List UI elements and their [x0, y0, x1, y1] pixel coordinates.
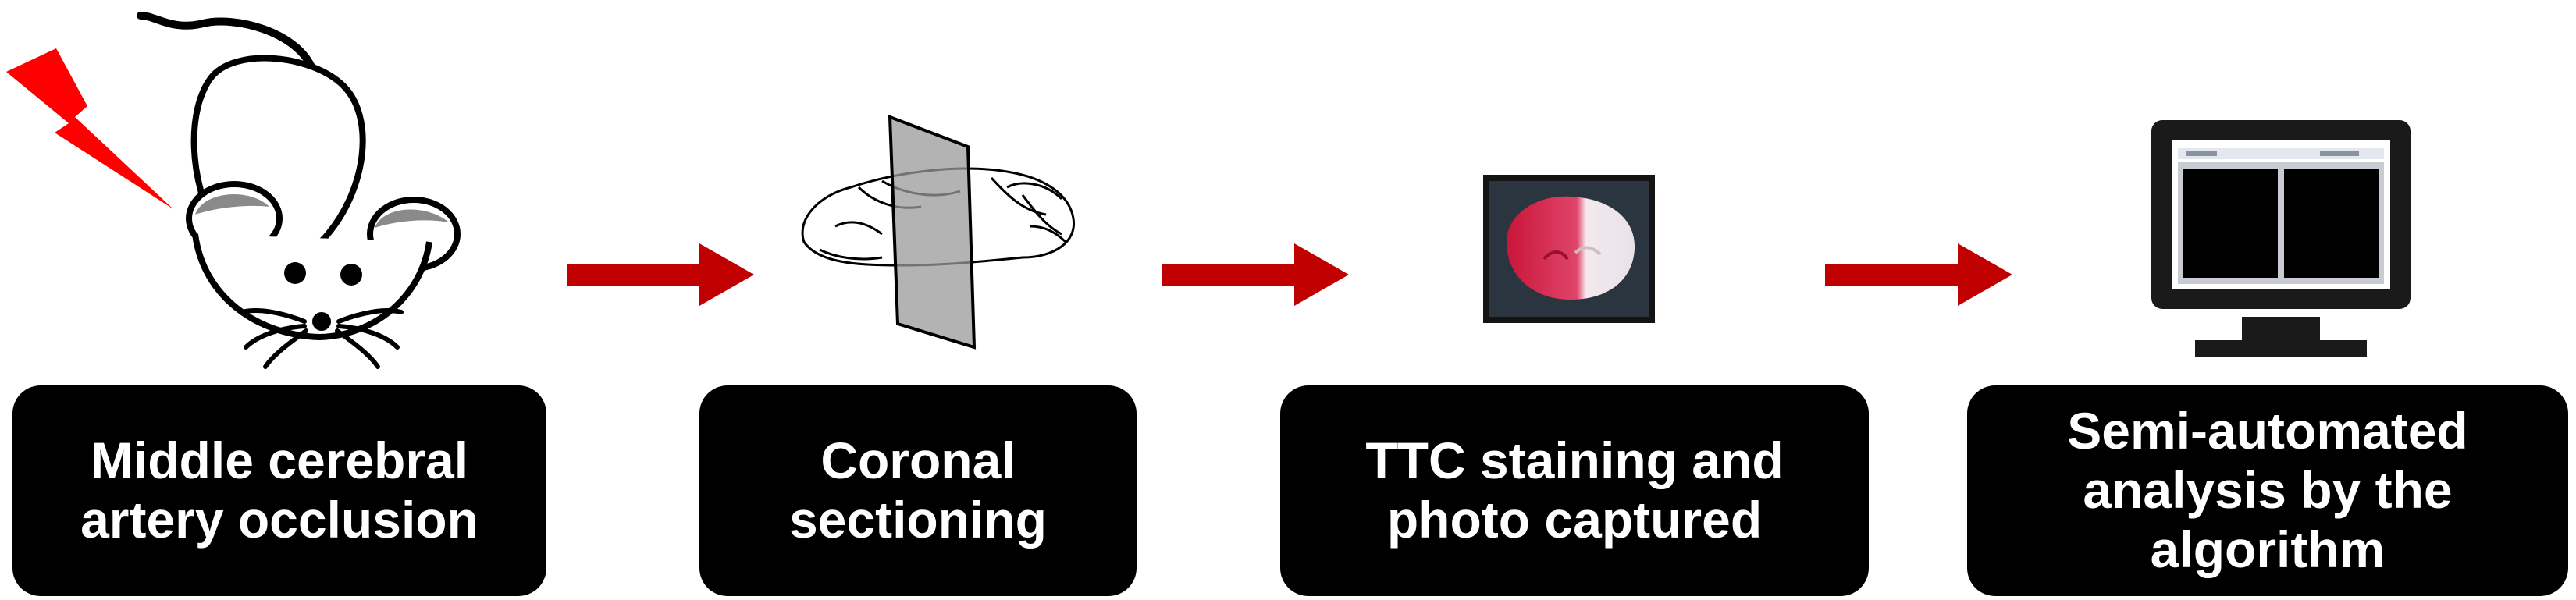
step-label-mca-occlusion: Middle cerebral artery occlusion: [12, 385, 546, 596]
brain-slice-icon: [801, 115, 1076, 350]
step-label-text: Coronal sectioning: [788, 431, 1048, 549]
step-label-ttc-staining: TTC staining and photo captured: [1280, 385, 1869, 596]
step-label-text: Semi-automated analysis by the algorithm: [2067, 402, 2468, 578]
arrow-1: [567, 243, 754, 306]
step-label-text: TTC staining and photo captured: [1365, 431, 1784, 549]
stained-slice-photo-icon: [1483, 175, 1655, 323]
arrow-2: [1162, 243, 1349, 306]
computer-monitor-icon: [2151, 120, 2411, 357]
arrow-3: [1825, 243, 2012, 306]
step-label-coronal-sectioning: Coronal sectioning: [699, 385, 1137, 596]
step-label-semi-automated-analysis: Semi-automated analysis by the algorithm: [1967, 385, 2568, 596]
mouse-icon: [6, 12, 461, 369]
step-label-text: Middle cerebral artery occlusion: [80, 431, 479, 549]
lightning-icon: [6, 48, 173, 209]
